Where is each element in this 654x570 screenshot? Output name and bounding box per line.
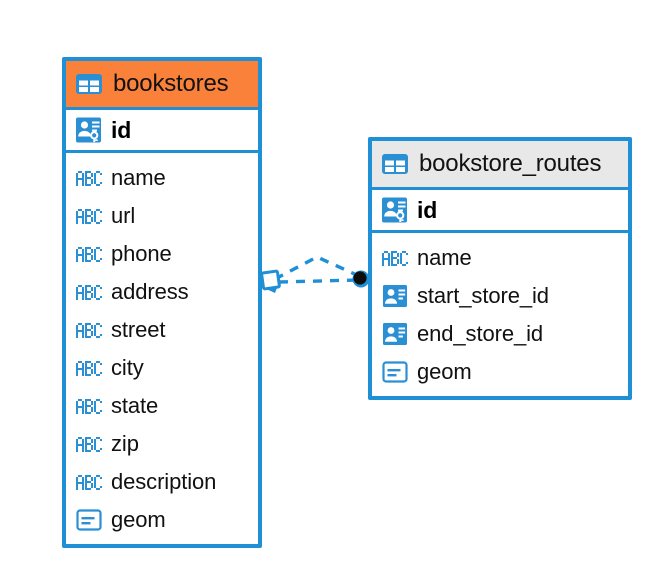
field-list-bookstores: name: [66, 153, 258, 545]
foreign-key-icon: [382, 322, 408, 346]
table-icon: [75, 72, 103, 96]
text-field-icon: [76, 398, 102, 414]
field-row-name[interactable]: name: [372, 239, 628, 277]
field-row-end-store-id[interactable]: end_store_id: [372, 315, 628, 353]
field-row-geom[interactable]: geom: [66, 501, 258, 539]
field-label: url: [111, 203, 136, 228]
field-row-start-store-id[interactable]: start_store_id: [372, 277, 628, 315]
field-row-address[interactable]: address: [66, 273, 258, 311]
field-label: id: [111, 116, 132, 143]
field-label: geom: [417, 359, 472, 384]
text-field-icon: [76, 360, 102, 376]
relationship-line-lower: [278, 278, 359, 284]
entity-title: bookstores: [113, 70, 229, 97]
text-field-icon: [76, 284, 102, 300]
entity-title: bookstore_routes: [419, 150, 602, 177]
table-icon: [381, 152, 409, 176]
field-label: address: [111, 279, 189, 304]
field-label: end_store_id: [417, 321, 544, 346]
text-field-icon: [76, 474, 102, 490]
field-row-state[interactable]: state: [66, 387, 258, 425]
field-label: id: [417, 196, 438, 223]
crows-foot-tail: [262, 280, 280, 293]
entity-header-bookstore-routes: bookstore_routes: [372, 141, 628, 187]
field-row-phone[interactable]: phone: [66, 235, 258, 273]
geometry-field-icon: [382, 360, 408, 384]
field-row-city[interactable]: city: [66, 349, 258, 387]
entity-bookstores[interactable]: bookstores id: [62, 57, 262, 548]
entity-header-bookstores: bookstores: [66, 61, 258, 107]
field-row-id[interactable]: id: [66, 107, 258, 153]
foreign-key-icon: [382, 284, 408, 308]
field-list-bookstore-routes: name start_store_id: [372, 233, 628, 397]
text-field-icon: [76, 170, 102, 186]
field-row-name[interactable]: name: [66, 159, 258, 197]
crows-foot-diamond: [260, 269, 281, 291]
field-label: start_store_id: [417, 283, 549, 308]
relationship-line-upper: [274, 255, 360, 281]
field-label: name: [417, 245, 472, 270]
field-label: zip: [111, 431, 139, 456]
field-label: geom: [111, 507, 166, 532]
endpoint-dot: [353, 271, 367, 285]
text-field-icon: [76, 436, 102, 452]
field-row-description[interactable]: description: [66, 463, 258, 501]
entity-bookstore-routes[interactable]: bookstore_routes id: [368, 137, 632, 400]
field-row-url[interactable]: url: [66, 197, 258, 235]
primary-key-icon: [381, 196, 409, 224]
field-label: state: [111, 393, 159, 418]
primary-key-icon: [75, 116, 103, 144]
endpoint-ring: [352, 270, 370, 288]
field-row-id[interactable]: id: [372, 187, 628, 233]
relationship-connector: [260, 255, 370, 293]
text-field-icon: [76, 208, 102, 224]
field-label: street: [111, 317, 166, 342]
field-label: description: [111, 469, 217, 494]
field-label: city: [111, 355, 144, 380]
field-row-geom[interactable]: geom: [372, 353, 628, 391]
field-row-zip[interactable]: zip: [66, 425, 258, 463]
field-label: name: [111, 165, 166, 190]
text-field-icon: [382, 250, 408, 266]
field-label: phone: [111, 241, 172, 266]
text-field-icon: [76, 322, 102, 338]
field-row-street[interactable]: street: [66, 311, 258, 349]
geometry-field-icon: [76, 508, 102, 532]
text-field-icon: [76, 246, 102, 262]
